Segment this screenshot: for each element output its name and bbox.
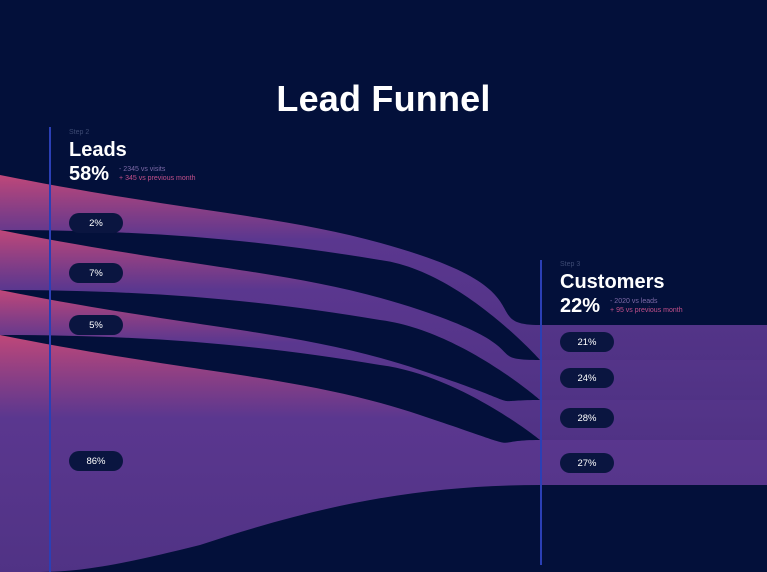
funnel-band bbox=[0, 175, 767, 360]
step-leads-header: Step 2 Leads 58% - 2345 vs visits + 345 … bbox=[69, 129, 196, 185]
customers-segment-pill: 24% bbox=[560, 368, 614, 388]
funnel-band bbox=[0, 230, 767, 400]
step-customers-name: Customers bbox=[560, 271, 665, 293]
step-leads-percent: 58% bbox=[69, 163, 110, 185]
funnel-band bbox=[0, 335, 767, 572]
leads-segment-pill: 86% bbox=[69, 451, 123, 471]
step-leads-name: Leads bbox=[69, 139, 127, 161]
funnel-band bbox=[0, 290, 767, 440]
step-customers-header: Step 3 Customers 22% - 2020 vs leads + 9… bbox=[560, 261, 683, 317]
customers-segment-pill: 28% bbox=[560, 408, 614, 428]
step-customers-line bbox=[540, 260, 542, 565]
leads-segment-pill: 7% bbox=[69, 263, 123, 283]
step-customers-note-1: - 2020 vs leads bbox=[610, 298, 658, 305]
customers-segment-pill: 27% bbox=[560, 453, 614, 473]
step-customers-note-2: + 95 vs previous month bbox=[610, 307, 683, 314]
step-leads-label: Step 2 bbox=[69, 129, 90, 136]
step-leads-line bbox=[49, 127, 51, 572]
step-customers-percent: 22% bbox=[560, 295, 601, 317]
step-customers-label: Step 3 bbox=[560, 261, 581, 268]
step-leads-note-1: - 2345 vs visits bbox=[119, 166, 166, 173]
leads-segment-pill: 5% bbox=[69, 315, 123, 335]
chart-title: Lead Funnel bbox=[276, 78, 491, 119]
step-leads-note-2: + 345 vs previous month bbox=[119, 175, 196, 182]
leads-segment-pill: 2% bbox=[69, 213, 123, 233]
customers-segment-pill: 21% bbox=[560, 332, 614, 352]
